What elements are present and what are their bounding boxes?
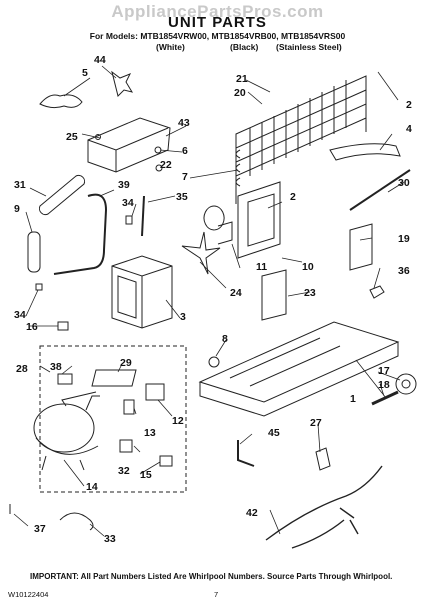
callout-32[interactable]: 32: [118, 465, 130, 477]
callout-34[interactable]: 34: [122, 197, 134, 209]
callout-22[interactable]: 22: [160, 159, 172, 171]
drain-tube-part: [53, 193, 108, 275]
models-line: For Models: MTB1854VRW00, MTB1854VRB00, …: [89, 31, 346, 41]
callout-1[interactable]: 1: [350, 393, 356, 405]
callout-5[interactable]: 5: [82, 67, 88, 79]
callout-37[interactable]: 37: [34, 523, 46, 535]
fan-blade-part: [181, 231, 221, 275]
variant-stainless: (Stainless Steel): [276, 42, 342, 52]
callout-21[interactable]: 21: [236, 73, 248, 85]
base-plate-part: [198, 321, 400, 417]
document-number: W10122404: [8, 590, 49, 599]
callout-43[interactable]: 43: [178, 117, 190, 129]
callout-3[interactable]: 3: [180, 311, 186, 323]
callout-39[interactable]: 39: [118, 179, 130, 191]
callout-11[interactable]: 11: [256, 261, 268, 273]
callout-30[interactable]: 30: [398, 177, 410, 189]
compressor-part: [33, 395, 100, 471]
callout-7[interactable]: 7: [182, 171, 188, 183]
callout-28[interactable]: 28: [16, 363, 28, 375]
callout-25[interactable]: 25: [66, 131, 78, 143]
fan-shroud-part: [237, 181, 281, 259]
callout-12[interactable]: 12: [172, 415, 184, 427]
callout-14[interactable]: 14: [86, 481, 98, 493]
callout-18[interactable]: 18: [378, 379, 390, 391]
diagram-title: UNIT PARTS: [168, 14, 267, 31]
callout-6[interactable]: 6: [182, 145, 188, 157]
control-box-part: [87, 117, 171, 173]
start-relay-part: [91, 369, 137, 387]
callout-44[interactable]: 44: [94, 54, 106, 66]
callout-24[interactable]: 24: [230, 287, 242, 299]
variant-white: (White): [156, 42, 185, 52]
fan-motor-part: [203, 205, 233, 245]
callout-2b[interactable]: 2: [290, 191, 296, 203]
evaporator-block-part: [111, 255, 173, 329]
callout-17[interactable]: 17: [378, 365, 390, 377]
axle-pin-part: [371, 390, 399, 406]
callout-8[interactable]: 8: [222, 333, 228, 345]
callout-4[interactable]: 4: [406, 123, 412, 135]
callout-10[interactable]: 10: [302, 261, 314, 273]
roller-wheel-part: [395, 373, 417, 395]
callout-29[interactable]: 29: [120, 357, 132, 369]
callout-38[interactable]: 38: [50, 361, 62, 373]
cap-tube-part: [27, 231, 41, 273]
callout-36[interactable]: 36: [398, 265, 410, 277]
callout-42[interactable]: 42: [246, 507, 258, 519]
rod-part: [141, 195, 145, 237]
bracket-clip-part: [111, 70, 134, 97]
page-number: 7: [214, 590, 219, 599]
variant-black: (Black): [230, 42, 259, 52]
foam-pad-part: [349, 223, 373, 271]
insulation-tube-part: [38, 174, 86, 216]
heater-rod-part: [349, 169, 411, 211]
callout-45[interactable]: 45: [268, 427, 280, 439]
callout-9[interactable]: 9: [14, 203, 20, 215]
condenser-coil-part: [235, 75, 401, 204]
callout-13[interactable]: 13: [144, 427, 156, 439]
callout-27[interactable]: 27: [310, 417, 322, 429]
callout-16[interactable]: 16: [26, 321, 38, 333]
wire-harness-part: [265, 465, 383, 549]
callout-23[interactable]: 23: [304, 287, 316, 299]
callout-15[interactable]: 15: [140, 469, 152, 481]
compressor-assembly-box: [39, 345, 187, 493]
callout-20[interactable]: 20: [234, 87, 246, 99]
clip-loop-part: [39, 94, 83, 109]
callout-2[interactable]: 2: [406, 99, 412, 111]
callout-34b[interactable]: 34: [14, 309, 26, 321]
callout-31[interactable]: 31: [14, 179, 26, 191]
callout-35[interactable]: 35: [176, 191, 188, 203]
watermark-text: AppliancePartsPros.com: [111, 2, 324, 21]
callout-19[interactable]: 19: [398, 233, 410, 245]
foam-pad-part: [261, 269, 287, 321]
callout-33[interactable]: 33: [104, 533, 116, 545]
footer-note: IMPORTANT: All Part Numbers Listed Are W…: [30, 572, 393, 581]
